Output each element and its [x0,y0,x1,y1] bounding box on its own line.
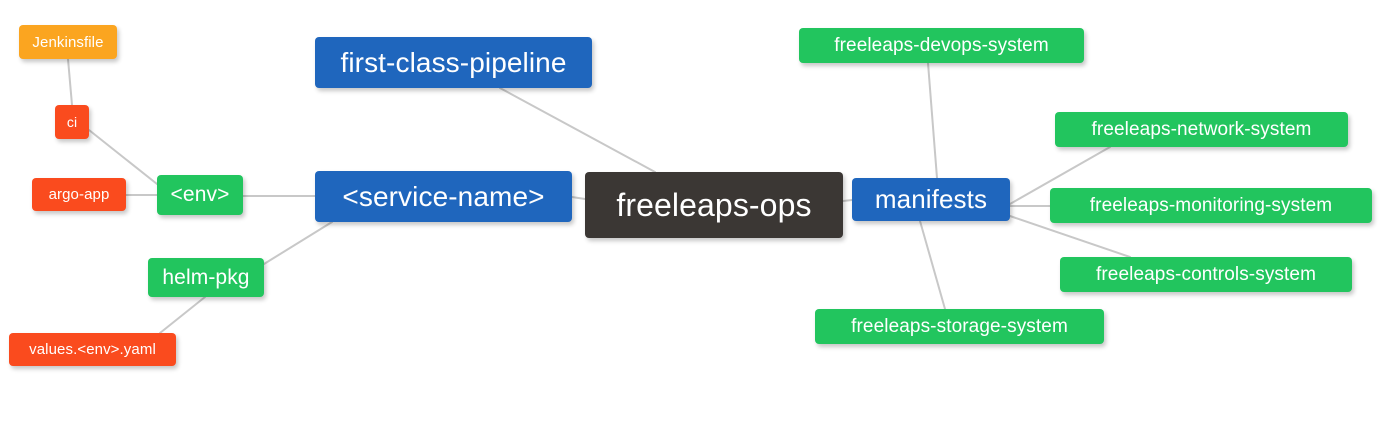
node-values-yaml[interactable]: values.<env>.yaml [9,333,176,366]
edge-manifests-to-freeleaps-storage-system [919,220,946,310]
edge-helm-pkg-to-values-yaml [159,296,206,334]
node-freeleaps-network-system[interactable]: freeleaps-network-system [1055,112,1348,147]
node-env[interactable]: <env> [157,175,243,215]
node-freeleaps-ops[interactable]: freeleaps-ops [585,172,843,238]
node-helm-pkg[interactable]: helm-pkg [148,258,264,297]
node-freeleaps-storage-system[interactable]: freeleaps-storage-system [815,309,1104,344]
edge-service-name-to-helm-pkg [263,221,333,265]
edge-manifests-to-freeleaps-devops-system [927,62,938,179]
node-argo-app[interactable]: argo-app [32,178,126,211]
node-jenkinsfile[interactable]: Jenkinsfile [19,25,117,59]
node-freeleaps-controls-system[interactable]: freeleaps-controls-system [1060,257,1352,292]
edge-jenkinsfile-to-ci [67,58,73,106]
node-freeleaps-monitoring-system[interactable]: freeleaps-monitoring-system [1050,188,1372,223]
node-manifests[interactable]: manifests [852,178,1010,221]
node-ci[interactable]: ci [55,105,89,139]
edge-first-class-pipeline-to-freeleaps-ops [499,87,656,173]
node-service-name[interactable]: <service-name> [315,171,572,222]
edge-service-name-to-freeleaps-ops [571,196,586,200]
node-first-class-pipeline[interactable]: first-class-pipeline [315,37,592,88]
node-freeleaps-devops-system[interactable]: freeleaps-devops-system [799,28,1084,63]
edge-ci-to-env [88,129,158,185]
edge-freeleaps-ops-to-manifests [842,199,853,202]
